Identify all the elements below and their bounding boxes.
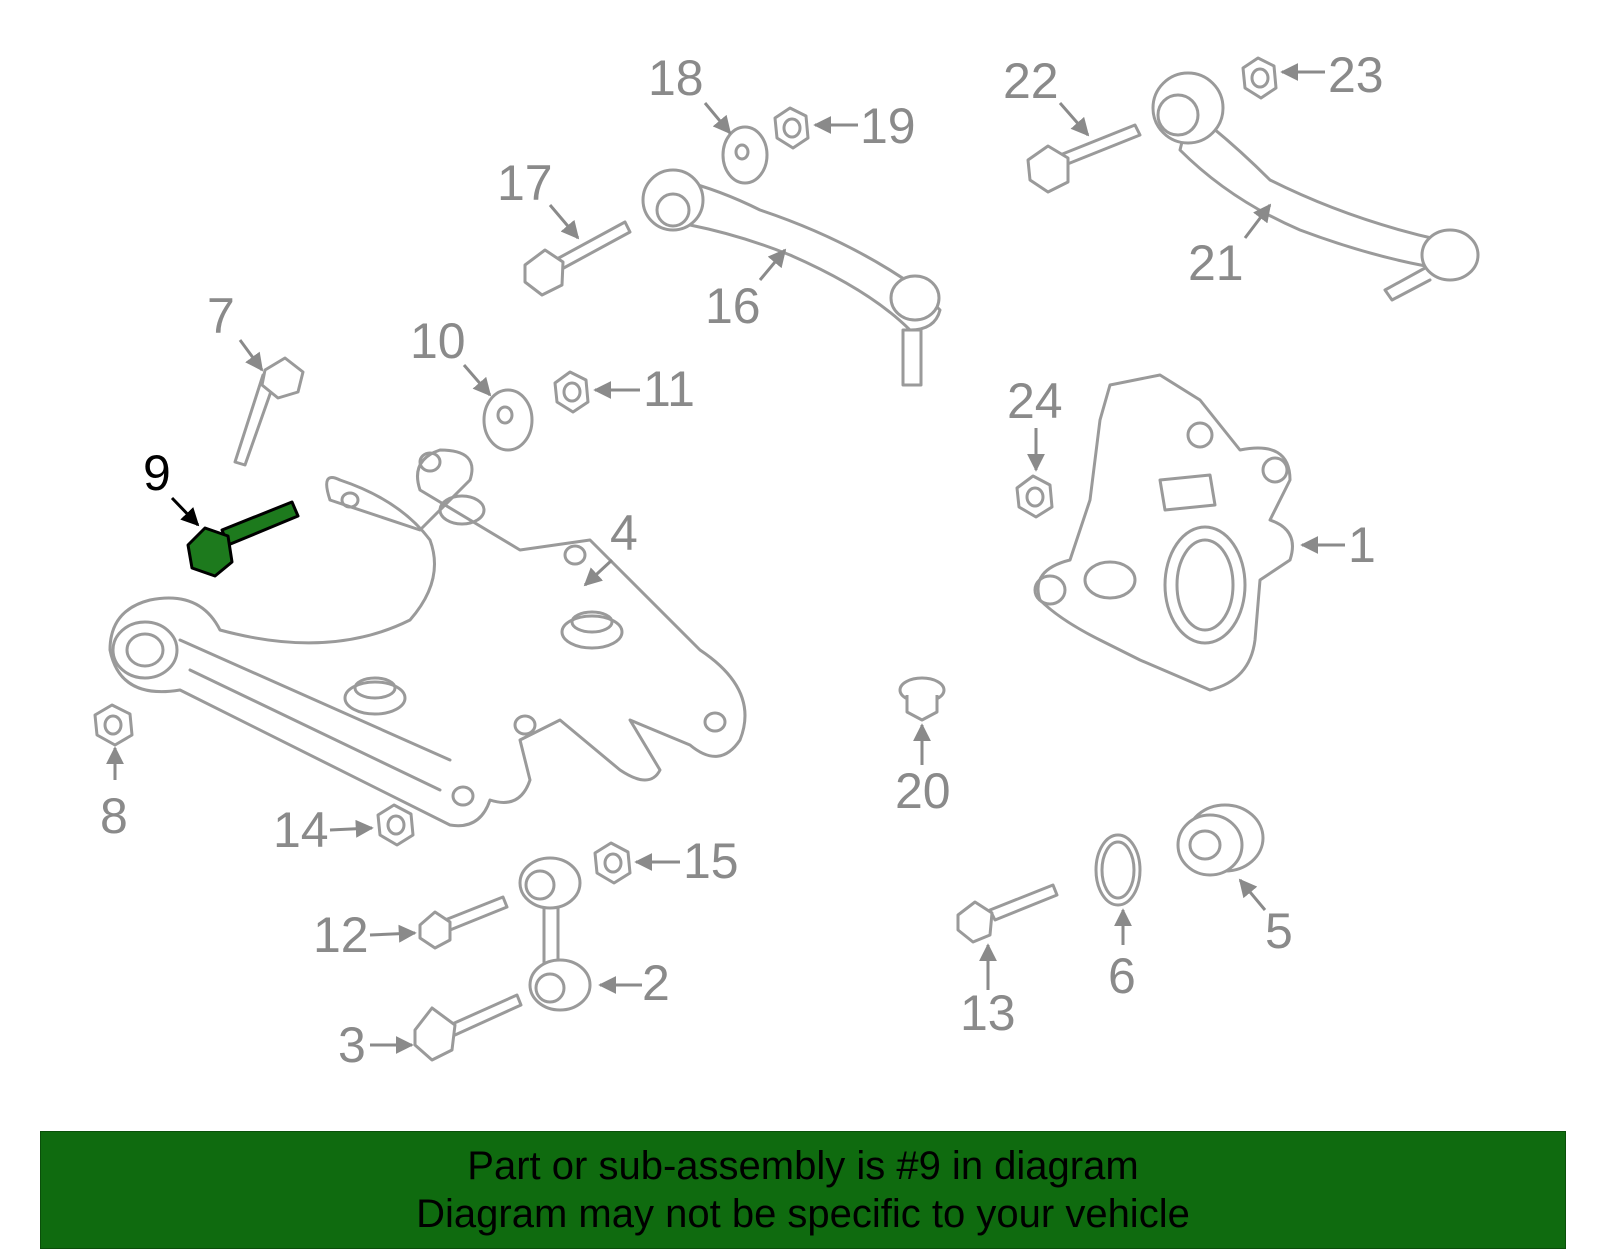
callout-23: 23: [1328, 47, 1384, 103]
callout-12: 12: [313, 907, 369, 963]
nut-11: [553, 370, 590, 414]
nut-19: [773, 106, 810, 150]
callout-14: 14: [273, 802, 329, 858]
nut-20: [898, 676, 946, 722]
bolt-17: [523, 220, 632, 297]
knuckle: [1033, 373, 1294, 692]
callout-19: 19: [860, 98, 916, 154]
bolt-13: [956, 883, 1059, 944]
washer-18: [721, 125, 769, 185]
callout-6: 6: [1108, 948, 1136, 1004]
callout-10: 10: [410, 313, 466, 369]
washer-ring: [1094, 833, 1142, 907]
bushing: [1176, 803, 1265, 877]
callout-3: 3: [338, 1017, 366, 1073]
bolt-3: [413, 993, 523, 1062]
callout-13: 13: [960, 985, 1016, 1041]
leader-lines: [106, 63, 1345, 1054]
callout-numbers: 1 2 3 4 5 6 7 8 9 10 11 12 13 14 15 16 1…: [100, 47, 1384, 1073]
bolt-9-highlighted[interactable]: [170, 496, 300, 578]
callout-7: 7: [207, 288, 235, 344]
stabilizer-link: [518, 856, 592, 1012]
info-banner: Part or sub-assembly is #9 in diagram Di…: [40, 1131, 1566, 1249]
nut-24: [1015, 474, 1054, 519]
callout-17: 17: [497, 155, 553, 211]
banner-line-1: Part or sub-assembly is #9 in diagram: [467, 1144, 1139, 1188]
bolt-12: [418, 895, 509, 950]
nut-15: [593, 841, 632, 885]
callout-4: 4: [610, 505, 638, 561]
callout-8: 8: [100, 788, 128, 844]
callout-5: 5: [1265, 903, 1293, 959]
callout-18: 18: [648, 50, 704, 106]
callout-9: 9: [143, 445, 171, 501]
bolt-7: [233, 356, 305, 467]
washer-10: [482, 388, 534, 452]
callout-15: 15: [683, 833, 739, 889]
banner-line-2: Diagram may not be specific to your vehi…: [416, 1192, 1190, 1236]
lower-control-arm: [108, 448, 747, 828]
bolt-22: [1026, 123, 1142, 194]
nut-14: [376, 803, 415, 847]
nut-23: [1241, 56, 1278, 100]
callout-16: 16: [705, 278, 761, 334]
callout-20: 20: [895, 763, 951, 819]
callout-11: 11: [643, 361, 695, 417]
nut-8: [93, 703, 134, 747]
callout-22: 22: [1003, 53, 1059, 109]
callout-2: 2: [642, 955, 670, 1011]
callout-1: 1: [1348, 517, 1376, 573]
upper-control-arm-21: [1151, 71, 1480, 302]
callout-21: 21: [1188, 235, 1244, 291]
upper-control-arm-16: [641, 168, 942, 387]
callout-24: 24: [1007, 373, 1063, 429]
